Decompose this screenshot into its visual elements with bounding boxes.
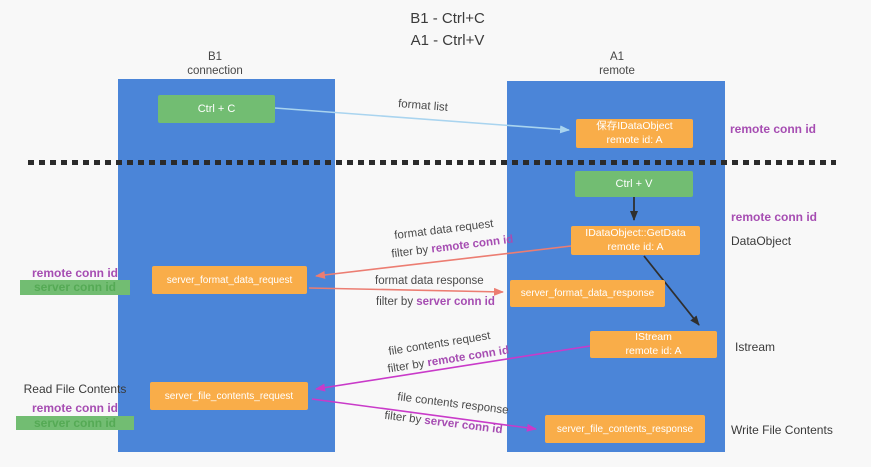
lane-b1-role: connection (187, 65, 243, 78)
remote-conn-id-text: remote conn id (430, 233, 514, 256)
left-server-conn-id-1: server conn id (20, 280, 130, 295)
server-conn-id-text: server conn id (416, 296, 495, 308)
filter-prefix: filter by (376, 296, 417, 308)
server-file-contents-response-label: server_file_contents_response (556, 423, 694, 435)
dataobject-label: DataObject (731, 234, 792, 248)
left-remote-conn-id-2: remote conn id (31, 401, 118, 416)
filter-by-server-conn-id-1: filter by server conn id (376, 296, 495, 308)
left-conn-id-group-1: remote conn id server conn id (20, 266, 130, 295)
server-format-data-request-label: server_format_data_request (166, 274, 293, 286)
getdata-line1: IDataObject::GetData (585, 227, 686, 240)
diagram-title: B1 - Ctrl+C A1 - Ctrl+V (24, 8, 871, 52)
save-dataobject-line1: 保存IDataObject (596, 120, 673, 133)
istream-line2: remote id: A (625, 344, 682, 357)
read-file-contents-label: Read File Contents (23, 382, 127, 396)
lane-b1-name: B1 (207, 51, 223, 63)
right-remote-conn-id-1: remote conn id (730, 122, 817, 136)
istream-box: IStream remote id: A (590, 331, 717, 358)
ctrl-v-label: Ctrl + V (615, 177, 653, 190)
left-conn-id-group-2: Read File Contents remote conn id server… (16, 382, 134, 431)
filter-prefix: filter by (386, 357, 429, 376)
title-line-1: B1 - Ctrl+C (410, 10, 485, 27)
ctrl-v-box: Ctrl + V (575, 171, 693, 197)
right-remote-conn-id-2: remote conn id (731, 210, 818, 224)
server-file-contents-request-box: server_file_contents_request (150, 382, 308, 410)
getdata-box: IDataObject::GetData remote id: A (571, 226, 700, 255)
ctrl-c-label: Ctrl + C (197, 102, 236, 115)
server-conn-id-text: server conn id (423, 414, 504, 437)
lane-a1-role: remote (599, 65, 635, 78)
format-list-label: format list (397, 98, 449, 114)
title-line-2: A1 - Ctrl+V (410, 31, 485, 49)
filter-prefix: filter by (390, 243, 433, 261)
lane-header-b1: B1 connection (155, 50, 275, 79)
lane-header-a1: A1 remote (557, 50, 677, 79)
arrow-format-data-response (308, 287, 504, 296)
write-file-contents-label: Write File Contents (731, 423, 833, 437)
save-dataobject-box: 保存IDataObject remote id: A (576, 119, 693, 148)
server-format-data-request-box: server_format_data_request (152, 266, 307, 294)
left-remote-conn-id-1: remote conn id (31, 266, 118, 280)
istream-line1: IStream (635, 331, 672, 344)
save-dataobject-line2: remote id: A (606, 133, 663, 146)
server-file-contents-request-label: server_file_contents_request (164, 390, 294, 402)
dashed-divider (28, 160, 836, 165)
filter-prefix: filter by (383, 409, 426, 427)
left-server-conn-id-2: server conn id (16, 415, 134, 431)
server-file-contents-response-box: server_file_contents_response (545, 415, 705, 443)
lane-a1-name: A1 (609, 51, 625, 63)
getdata-line2: remote id: A (607, 240, 664, 253)
ctrl-c-box: Ctrl + C (158, 95, 275, 123)
format-data-response-label: format data response (375, 275, 484, 287)
server-format-data-response-label: server_format_data_response (520, 288, 655, 299)
server-format-data-response-box: server_format_data_response (510, 280, 665, 307)
istream-side-label: Istream (735, 340, 776, 354)
